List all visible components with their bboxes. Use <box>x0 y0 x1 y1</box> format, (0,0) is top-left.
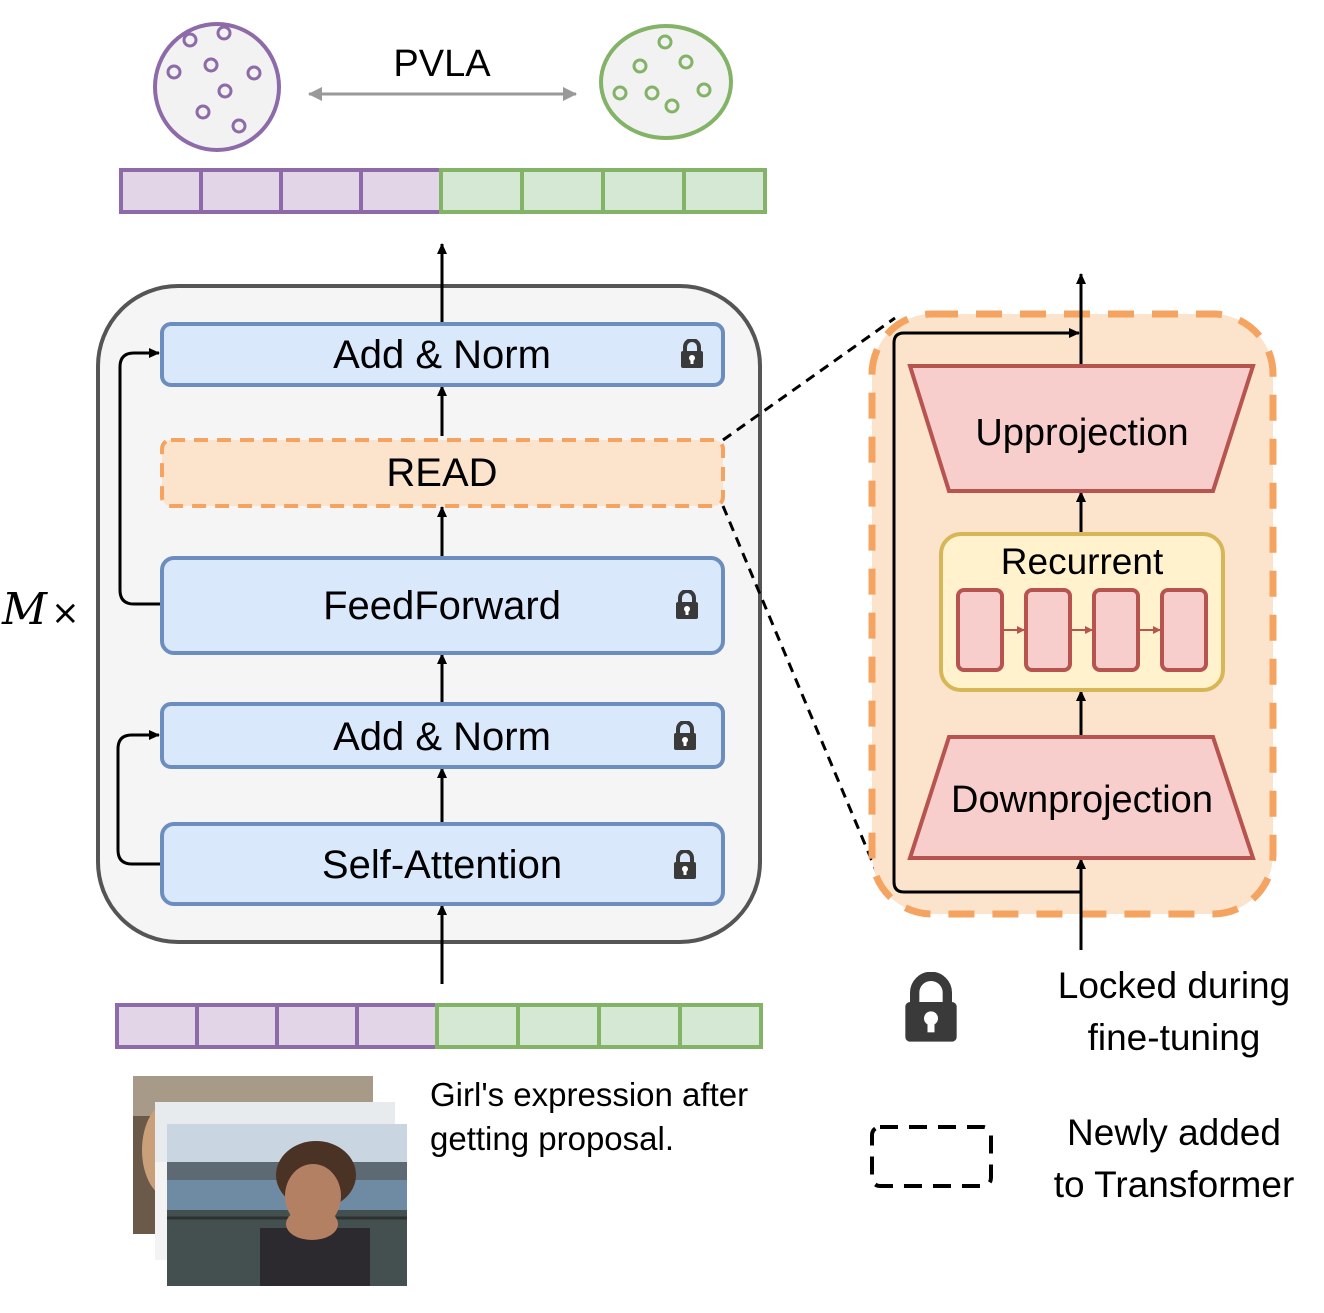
svg-text:Downprojection: Downprojection <box>951 779 1213 821</box>
add-norm-bottom-block: Add & Norm <box>160 702 725 769</box>
svg-text:Self-Attention: Self-Attention <box>322 843 562 887</box>
svg-text:READ: READ <box>386 451 497 495</box>
legend-locked-line-2: fine-tuning <box>1088 1017 1261 1058</box>
svg-text:Recurrent: Recurrent <box>1001 541 1164 582</box>
svg-text:Upprojection: Upprojection <box>975 412 1188 454</box>
add-norm-top-block: Add & Norm <box>160 322 725 387</box>
self-attention-block: Self-Attention <box>160 822 725 906</box>
dashed-legend-icon <box>870 1125 993 1188</box>
zoom-line-top <box>722 316 896 442</box>
lock-legend-icon <box>905 976 956 1041</box>
input-token-strip <box>115 1003 763 1049</box>
residual-connection-bottom <box>116 730 162 866</box>
read-skip-connection <box>892 328 1081 894</box>
recurrent-block: Recurrent <box>939 532 1225 692</box>
legend-locked-line-1: Locked during <box>1058 965 1290 1006</box>
output-token-strip <box>119 168 767 214</box>
feedforward-block: FeedForward <box>160 556 725 655</box>
residual-connection-top <box>118 348 162 606</box>
repeat-label: M× <box>1 584 80 635</box>
video-frames-image <box>133 1076 407 1286</box>
caption-line-2: getting proposal. <box>430 1120 674 1157</box>
svg-text:Add & Norm: Add & Norm <box>333 715 551 759</box>
language-distribution-circle <box>599 24 733 140</box>
read-block: READ <box>160 438 725 508</box>
caption-line-1: Girl's expression after <box>430 1076 748 1113</box>
upprojection-block: Upprojection <box>907 364 1256 493</box>
svg-text:FeedForward: FeedForward <box>323 584 561 628</box>
vision-distribution-circle <box>153 22 281 152</box>
legend-new-line-2: to Transformer <box>1054 1164 1295 1205</box>
svg-text:Add & Norm: Add & Norm <box>333 333 551 377</box>
pvla-label: PVLA <box>393 43 491 85</box>
downprojection-block: Downprojection <box>907 735 1256 860</box>
legend-new-line-1: Newly added <box>1067 1112 1281 1153</box>
